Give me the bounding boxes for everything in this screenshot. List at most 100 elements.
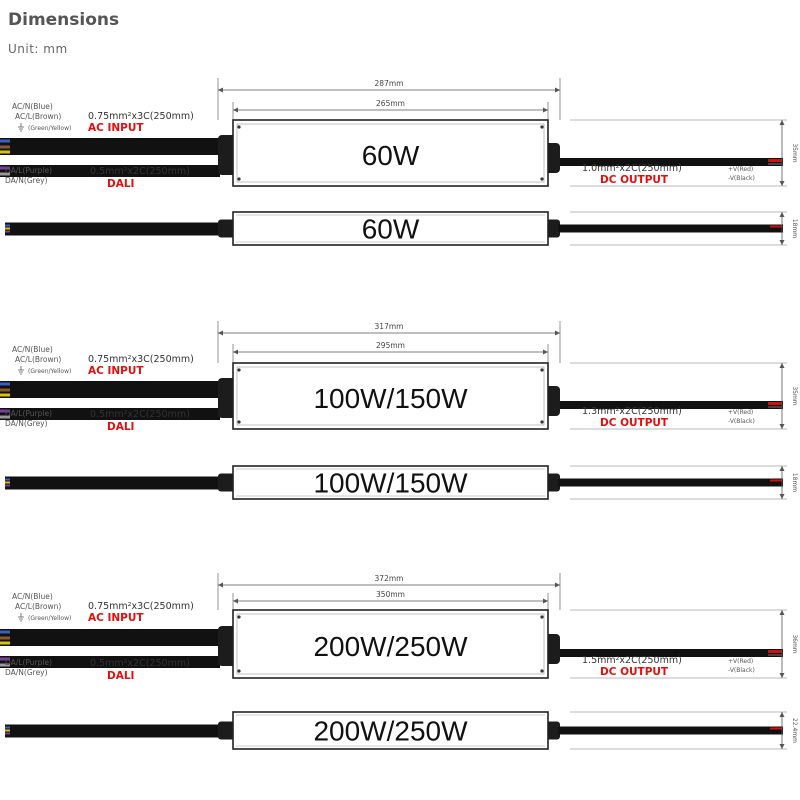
overall-length-label: 372mm	[375, 574, 404, 583]
dali-wire-spec: 0.5mm²x2C(250mm)	[90, 166, 190, 177]
ac-wire-spec: 0.75mm²x3C(250mm)	[88, 111, 194, 122]
label-v-pos: +V(Red)	[728, 658, 753, 665]
mount-hole	[237, 615, 241, 619]
cable-core	[0, 382, 10, 386]
output-cable	[558, 478, 783, 487]
arrow-head	[779, 673, 785, 678]
label-v-neg: -V(Black)	[728, 418, 755, 425]
cable-core	[0, 663, 10, 667]
cable-core	[0, 166, 10, 170]
height-label: 35mm	[791, 386, 798, 405]
arrow-head	[779, 744, 785, 749]
label-v-neg: -V(Black)	[728, 175, 755, 182]
body-length-label: 350mm	[376, 590, 405, 599]
input-cable	[0, 165, 220, 171]
cable-core	[0, 139, 10, 143]
cable-core	[0, 172, 10, 176]
cable-core	[768, 402, 782, 405]
arrow-head	[779, 181, 785, 186]
label-v-neg: -V(Black)	[728, 667, 755, 674]
cable-core	[770, 225, 782, 228]
input-cable-bundle	[5, 222, 220, 236]
dali-label: DALI	[107, 178, 134, 190]
arrow-head	[543, 349, 548, 355]
ground-icon	[18, 123, 24, 132]
unit-label: Unit: mm	[8, 42, 68, 56]
label-ground: (Green/Yellow)	[28, 368, 71, 375]
input-cable	[0, 387, 220, 393]
arrow-head	[779, 712, 785, 717]
dali-label: DALI	[107, 421, 134, 433]
arrow-head	[779, 424, 785, 429]
page-title: Dimensions	[8, 10, 120, 30]
cable-core	[5, 230, 10, 233]
label-ac-n: AC/N(Blue)	[12, 592, 53, 601]
driver-body	[232, 362, 549, 430]
label-v-pos: +V(Red)	[728, 409, 753, 416]
cable-core	[5, 729, 10, 732]
ground-symbol	[18, 613, 24, 622]
output-cable	[558, 401, 783, 409]
cable-core	[0, 388, 10, 392]
thickness-label: 18mm	[791, 219, 798, 238]
driver-side-body	[232, 711, 549, 750]
ac-input-label: AC INPUT	[88, 365, 144, 377]
model-name-side: 100W/150W	[313, 468, 468, 499]
arrow-head	[233, 107, 238, 113]
input-cable	[0, 381, 220, 387]
input-cable	[0, 656, 220, 662]
model-name-side: 200W/250W	[313, 716, 468, 747]
overall-length-label: 287mm	[375, 79, 404, 88]
dc-output-label: DC OUTPUT	[600, 174, 669, 186]
input-cable	[0, 629, 220, 635]
ground-icon	[18, 366, 24, 375]
ground-icon	[18, 613, 24, 622]
overall-length-label: 317mm	[375, 322, 404, 331]
label-ac-n: AC/N(Blue)	[12, 102, 53, 111]
mount-hole	[237, 125, 241, 129]
cable-core	[5, 224, 10, 227]
height-label: 36mm	[791, 634, 798, 653]
mount-hole	[540, 669, 544, 673]
dali-wire-spec: 0.5mm²x2C(250mm)	[90, 658, 190, 669]
driver-body-inner	[236, 123, 545, 183]
ac-wire-spec: 0.75mm²x3C(250mm)	[88, 354, 194, 365]
input-cable	[0, 149, 220, 155]
driver-body-inner	[236, 366, 545, 426]
cable-core	[0, 415, 10, 419]
body-length-label: 265mm	[376, 99, 405, 108]
model-name: 100W/150W	[313, 383, 468, 414]
cable-core	[0, 393, 10, 397]
arrow-head	[555, 582, 560, 588]
label-ground: (Green/Yellow)	[28, 615, 71, 622]
driver-body-inner	[236, 613, 545, 675]
driver-body	[232, 119, 549, 187]
thickness-label: 22.4mm	[791, 718, 798, 743]
cable-core	[0, 150, 10, 154]
cable-core	[5, 484, 10, 487]
arrow-head	[555, 330, 560, 336]
ground-symbol	[18, 366, 24, 375]
driver-body	[232, 609, 549, 679]
cable-core	[5, 732, 10, 735]
cable-core	[770, 727, 782, 730]
label-v-pos: +V(Red)	[728, 166, 753, 173]
label-ground: (Green/Yellow)	[28, 125, 71, 132]
arrow-head	[779, 240, 785, 245]
driver-drawing-3: 372mm 350mm 200W/250W 36mm AC/N(Blue)AC/L(Br…	[0, 573, 798, 750]
cable-core	[5, 227, 10, 230]
cable-core	[0, 641, 10, 645]
dali-wire-spec: 0.5mm²x2C(250mm)	[90, 409, 190, 420]
cable-core	[0, 630, 10, 634]
dc-wire-spec: 1.0mm²x2C(250mm)	[582, 163, 682, 174]
arrow-head	[779, 120, 785, 125]
label-ac-l: AC/L(Brown)	[15, 602, 61, 611]
cable-core	[0, 636, 10, 640]
height-label: 35mm	[791, 143, 798, 162]
label-da-l: DA/L(Purple)	[5, 409, 52, 418]
arrow-head	[218, 330, 223, 336]
cable-core	[0, 145, 10, 149]
model-name-side: 60W	[362, 214, 420, 245]
label-da-l: DA/L(Purple)	[5, 166, 52, 175]
